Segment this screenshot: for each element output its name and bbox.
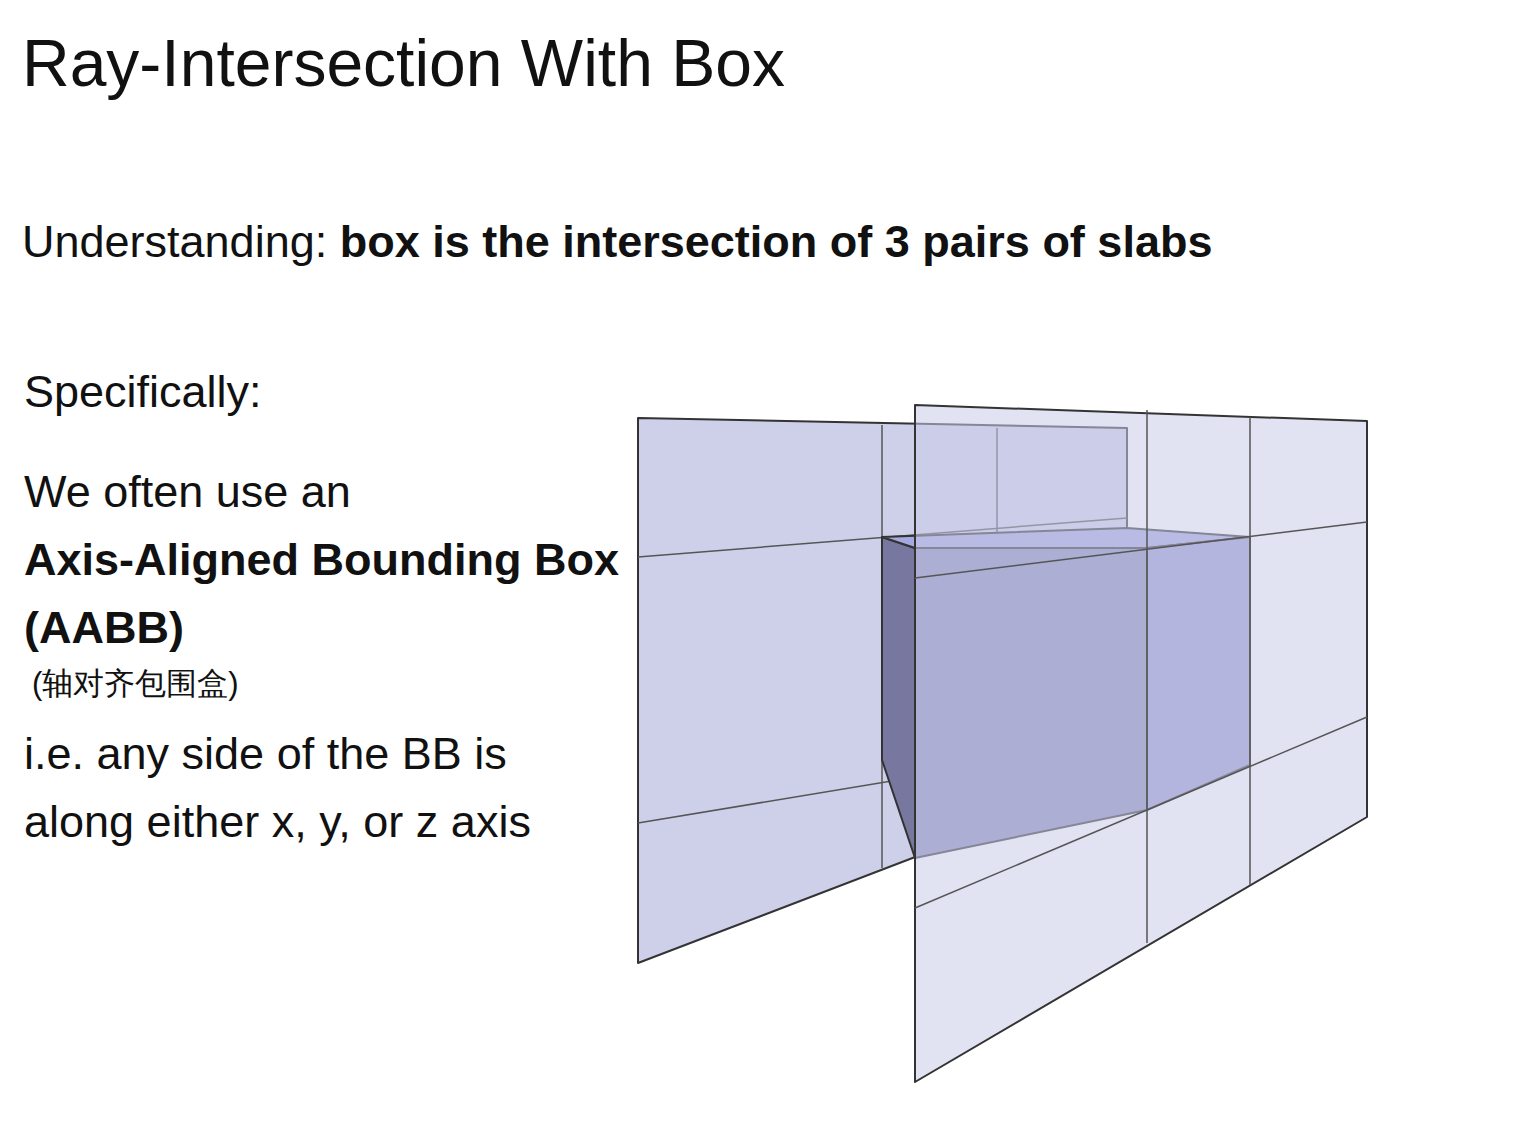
title-box: Ray-Intersection With Box xyxy=(22,18,785,108)
understanding-line: Understanding: box is the intersection o… xyxy=(22,210,1212,274)
front-slab xyxy=(915,405,1367,1082)
key-statement: box is the intersection of 3 pairs of sl… xyxy=(340,216,1213,267)
slide-title: Ray-Intersection With Box xyxy=(22,26,785,100)
term-bold: Axis-Aligned Bounding Box (AABB) xyxy=(24,526,624,662)
box-left-face xyxy=(882,537,915,858)
chinese-term: (轴对齐包围盒) xyxy=(32,662,624,706)
section-lead: Specifically: xyxy=(24,366,262,417)
body-line: We often use an xyxy=(24,458,624,526)
specifically-line: Specifically: xyxy=(24,360,262,424)
body-text: We often use anAxis-Aligned Bounding Box… xyxy=(24,458,624,856)
lead-in: Understanding: xyxy=(22,216,327,267)
explanation: i.e. any side of the BB is along either … xyxy=(24,720,624,856)
